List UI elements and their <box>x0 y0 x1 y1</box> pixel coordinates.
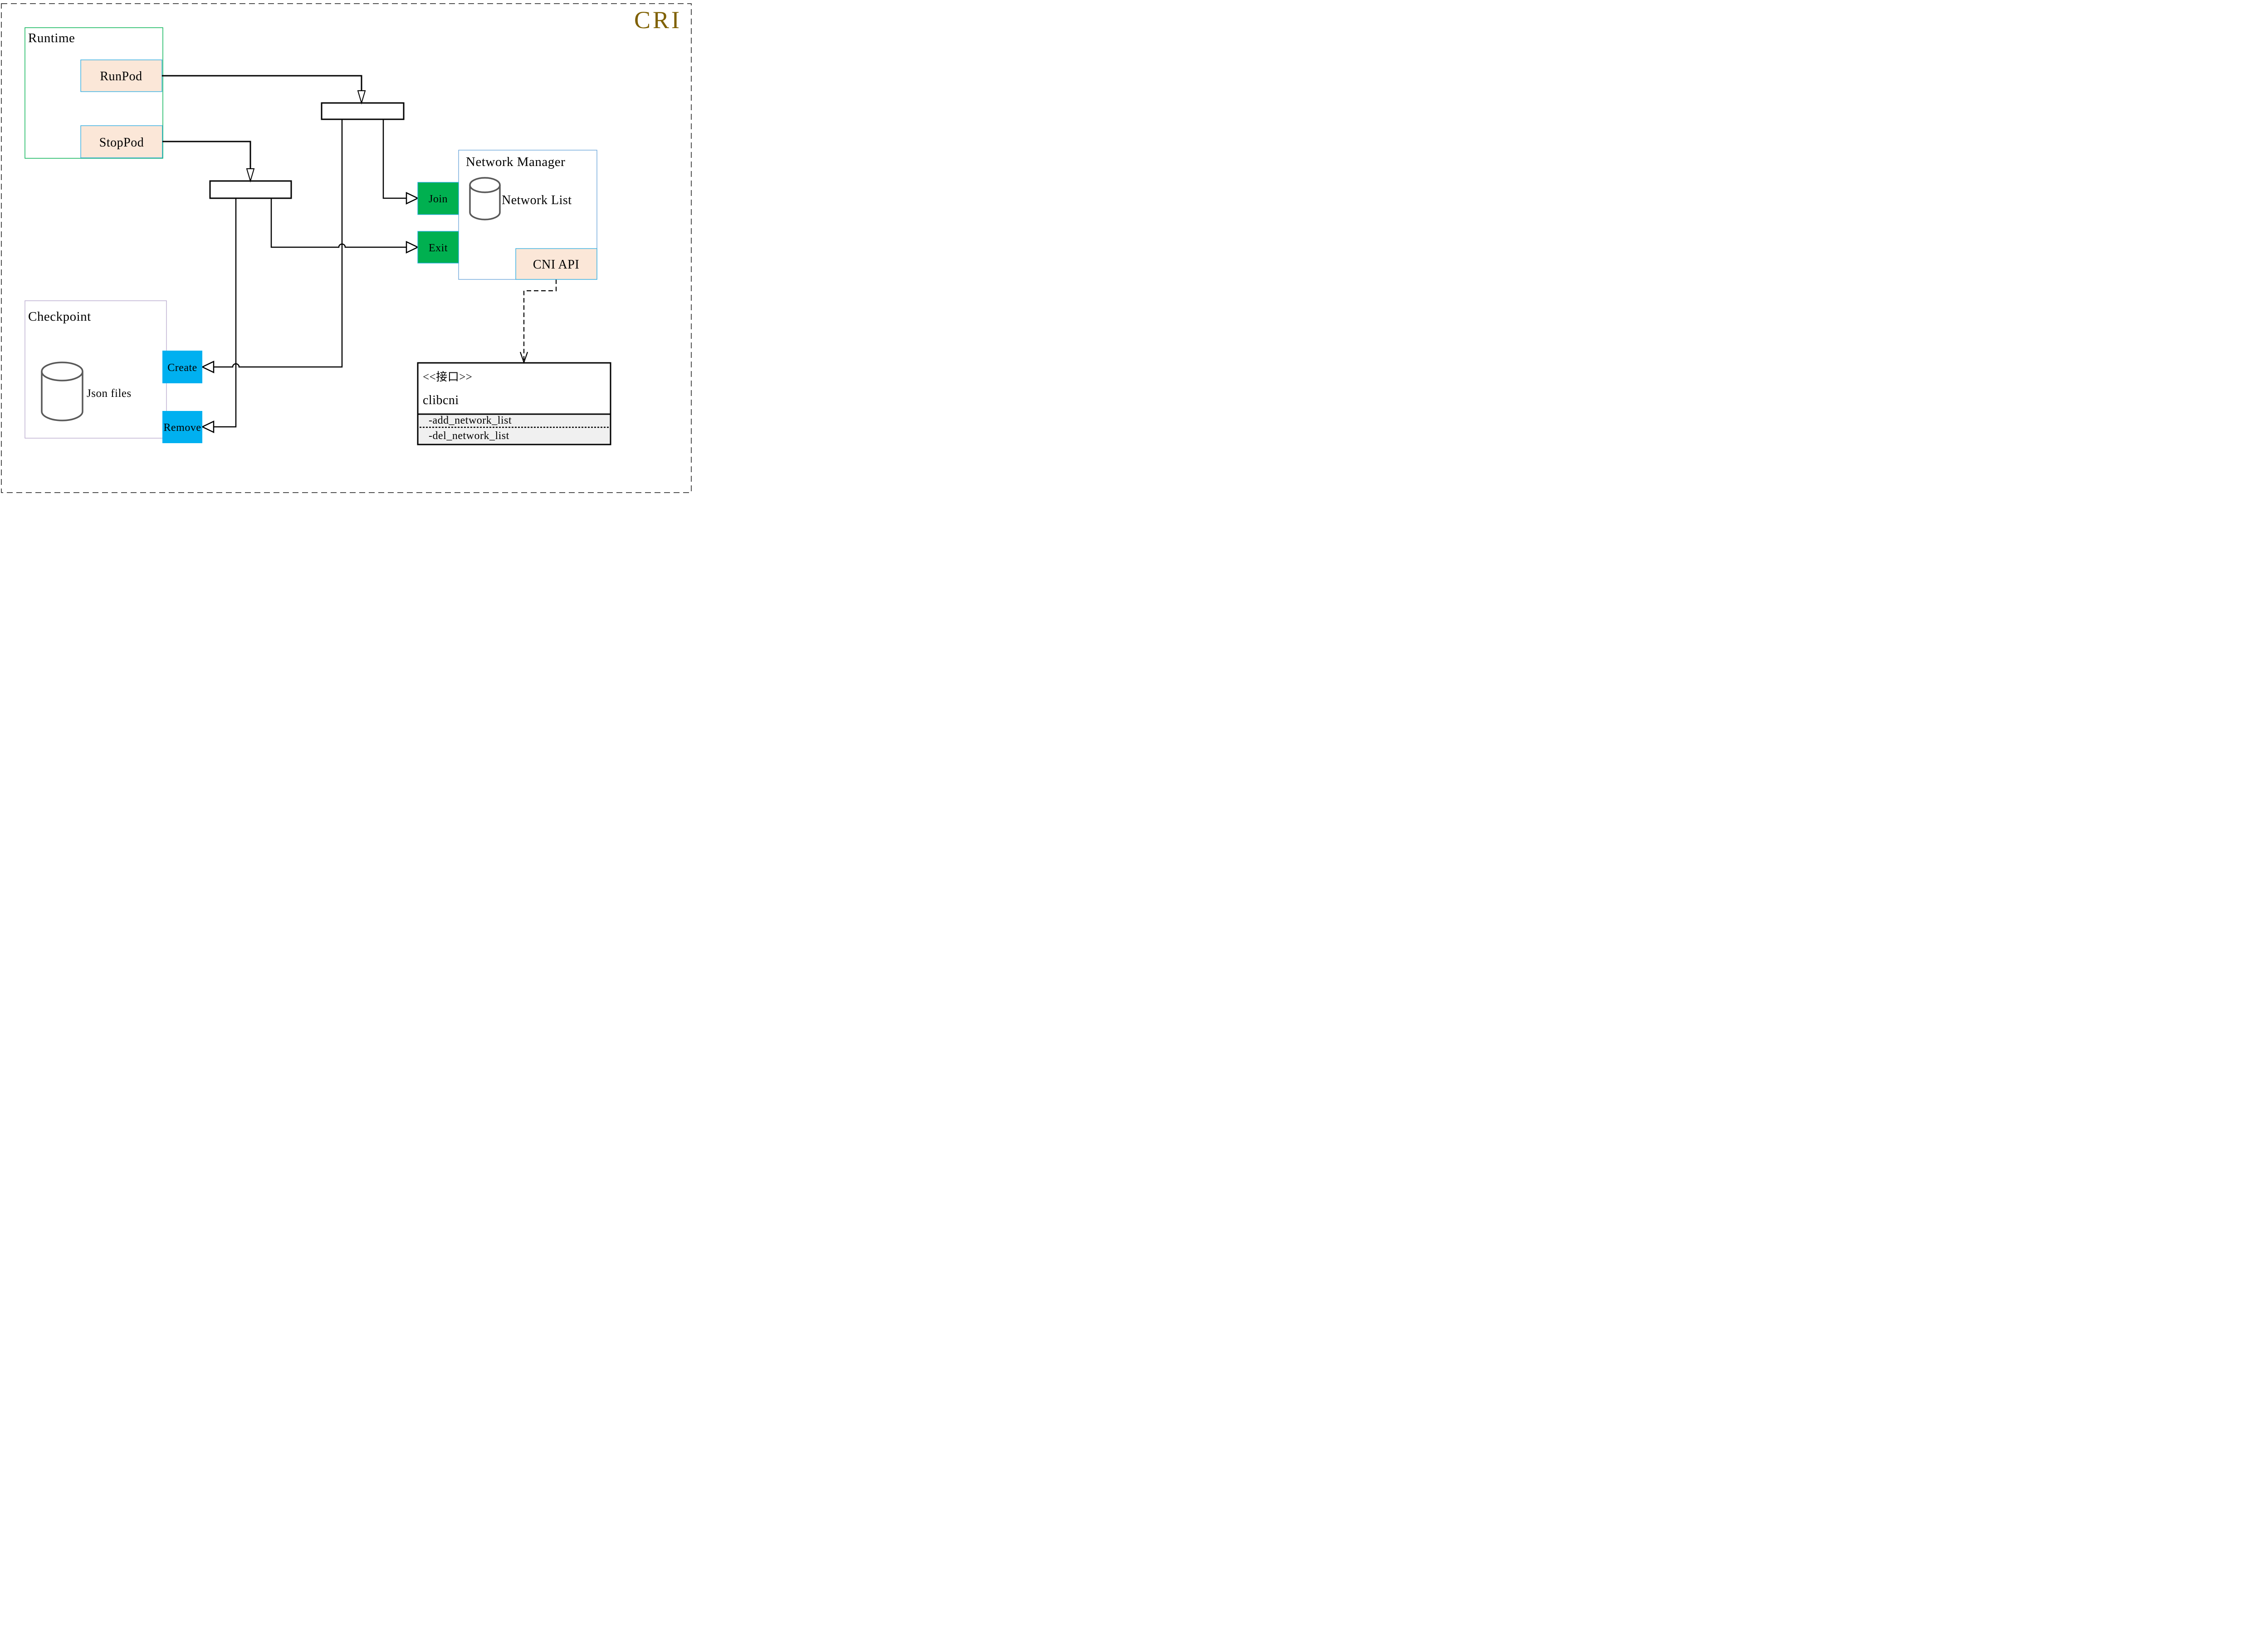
join-label: Join <box>429 193 448 205</box>
remove-box <box>162 411 202 443</box>
diagram-canvas: CRI Runtime RunPod StopPod Checkpoint <box>0 0 703 494</box>
join-box <box>417 182 459 215</box>
exit-box <box>417 231 459 264</box>
arrowhead-down-bar-top-icon <box>357 90 366 105</box>
connector-stoppod-to-bar <box>162 141 251 169</box>
clibcni-name: clibcni <box>423 393 459 407</box>
junction-bar-top <box>321 102 405 120</box>
clibcni-member-del: -del_network_list <box>429 430 509 442</box>
connector-cniapi-to-clibcni <box>523 279 557 360</box>
clibcni-interface-box: <<接口>> clibcni -add_network_list -del_ne… <box>417 362 611 445</box>
clibcni-members-section <box>418 414 611 445</box>
stoppod-label: StopPod <box>99 136 144 150</box>
arrowhead-left-remove-icon <box>201 420 215 433</box>
create-box <box>162 351 202 383</box>
runpod-label: RunPod <box>100 69 142 83</box>
create-label: Create <box>167 362 197 374</box>
checkpoint-container: Checkpoint Json files Create Remove <box>24 300 202 443</box>
database-cylinder-icon-checkpoint <box>41 362 83 421</box>
clibcni-border <box>417 362 611 445</box>
connector-bar-to-join <box>382 119 406 199</box>
arrowhead-right-exit-icon <box>406 241 419 254</box>
connector-runpod-to-bar <box>162 75 362 91</box>
arrowhead-right-join-icon <box>406 192 419 205</box>
stoppod-box <box>80 125 163 158</box>
connector-bar-to-create <box>214 119 343 368</box>
arrowhead-down-bar-bottom-icon <box>246 168 255 183</box>
network-manager-container: Network Manager Network List Join Exit C… <box>417 150 597 280</box>
diagram-title: CRI <box>634 6 682 34</box>
connector-bar-to-exit <box>270 198 406 248</box>
network-list-label: Network List <box>502 193 572 207</box>
outer-dashed-border <box>1 3 692 493</box>
checkpoint-label: Checkpoint <box>28 309 91 324</box>
clibcni-stereotype: <<接口>> <box>423 371 472 383</box>
remove-label: Remove <box>164 422 201 434</box>
clibcni-member-add: -add_network_list <box>429 415 512 426</box>
junction-bar-bottom <box>209 180 292 199</box>
database-cylinder-icon-network <box>469 177 501 220</box>
json-files-label: Json files <box>87 387 132 400</box>
runtime-label: Runtime <box>28 31 75 45</box>
exit-label: Exit <box>429 242 448 254</box>
runpod-box <box>80 59 162 92</box>
network-manager-label: Network Manager <box>466 155 565 169</box>
arrowhead-left-create-icon <box>201 361 215 373</box>
cni-api-box <box>515 248 597 280</box>
connector-bar-to-remove <box>214 198 237 428</box>
runtime-container: Runtime RunPod StopPod <box>24 27 163 159</box>
cni-api-label: CNI API <box>533 258 579 272</box>
